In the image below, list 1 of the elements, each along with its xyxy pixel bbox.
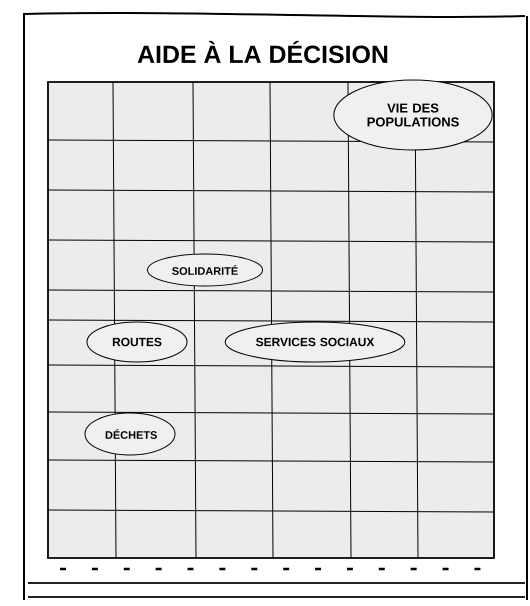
title: AIDE À LA DÉCISION [138,40,388,64]
